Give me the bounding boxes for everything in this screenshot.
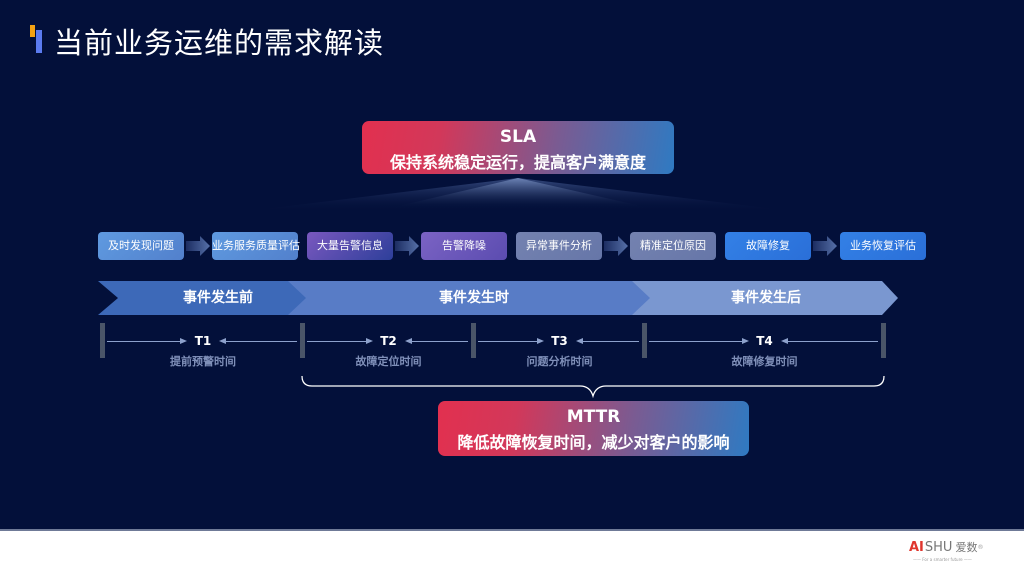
arrow-left-icon: [219, 338, 226, 344]
title-accent-orange: [30, 25, 35, 37]
timeline-caption: 提前预警时间: [170, 355, 236, 368]
timeline-line: [307, 341, 367, 342]
timeline-label: T3: [551, 334, 568, 348]
step-box: 异常事件分析: [516, 232, 602, 260]
phase-chevron-during: [286, 281, 650, 315]
step-box: 告警降噪: [421, 232, 507, 260]
arrow-left-icon: [780, 338, 788, 344]
logo-cn: 爱数: [955, 541, 978, 554]
step-arrow-icon: [395, 236, 419, 256]
sla-callout: SLA 保持系统稳定运行，提高客户满意度: [362, 121, 674, 174]
title-accent-icon: [30, 25, 44, 55]
timeline-line: [225, 341, 297, 342]
step-box: 故障修复: [725, 232, 811, 260]
title-accent-blue: [36, 30, 42, 53]
step-arrow-icon: [186, 236, 210, 256]
step-arrow-icon: [604, 236, 628, 256]
logo-tagline: —— For a smarter future ——: [913, 557, 972, 562]
step-box: 精准定位原因: [630, 232, 716, 260]
logo-ai: AI: [909, 540, 924, 555]
arrow-right-icon: [180, 338, 187, 344]
sla-light-beam: [240, 178, 800, 212]
phase-label-during: 事件发生时: [439, 290, 509, 306]
timeline-label: T2: [380, 334, 397, 348]
timeline-label: T4: [756, 334, 773, 348]
timeline-caption: 故障定位时间: [355, 355, 422, 368]
step-box: 及时发现问题: [98, 232, 184, 260]
phase-label-before: 事件发生前: [183, 290, 253, 306]
step-box: 大量告警信息: [307, 232, 393, 260]
mttr-callout: MTTR 降低故障恢复时间，减少对客户的影响: [438, 401, 749, 456]
logo-registered-icon: ®: [977, 544, 984, 551]
timeline-line: [107, 341, 181, 342]
logo-shu: SHU: [924, 540, 953, 555]
timeline-tick: [881, 323, 886, 358]
timeline-tick: [642, 323, 647, 358]
arrow-left-icon: [575, 338, 583, 344]
step-box: 业务服务质量评估: [212, 232, 300, 260]
arrow-right-icon: [741, 338, 749, 344]
mttr-brace: [301, 375, 885, 399]
phase-band: [98, 281, 898, 315]
sla-subtitle: 保持系统稳定运行，提高客户满意度: [389, 153, 646, 172]
slide-divider: [0, 529, 1024, 531]
step-arrow-icon: [813, 236, 837, 256]
arrow-right-icon: [365, 338, 373, 344]
timeline-label: T1: [194, 334, 212, 348]
sla-title: SLA: [499, 127, 537, 147]
timeline-line: [581, 341, 639, 342]
timeline-caption: 故障修复时间: [731, 355, 798, 368]
timeline-line: [410, 341, 468, 342]
arrow-right-icon: [536, 338, 544, 344]
timeline-line: [786, 341, 878, 342]
timeline-caption: 问题分析时间: [526, 355, 593, 368]
timeline-tick: [100, 323, 105, 358]
arrow-left-icon: [404, 338, 412, 344]
phase-chevron-before: [98, 281, 306, 315]
mttr-subtitle: 降低故障恢复时间，减少对客户的影响: [457, 433, 730, 452]
timeline-line: [649, 341, 743, 342]
timeline-tick: [471, 323, 476, 358]
mttr-title: MTTR: [566, 407, 621, 427]
timeline-tick: [300, 323, 305, 358]
step-box: 业务恢复评估: [840, 232, 926, 260]
phase-chevron-after: [628, 281, 898, 315]
page-title: 当前业务运维的需求解读: [54, 26, 385, 60]
timeline-line: [478, 341, 538, 342]
phase-label-after: 事件发生后: [731, 290, 801, 306]
